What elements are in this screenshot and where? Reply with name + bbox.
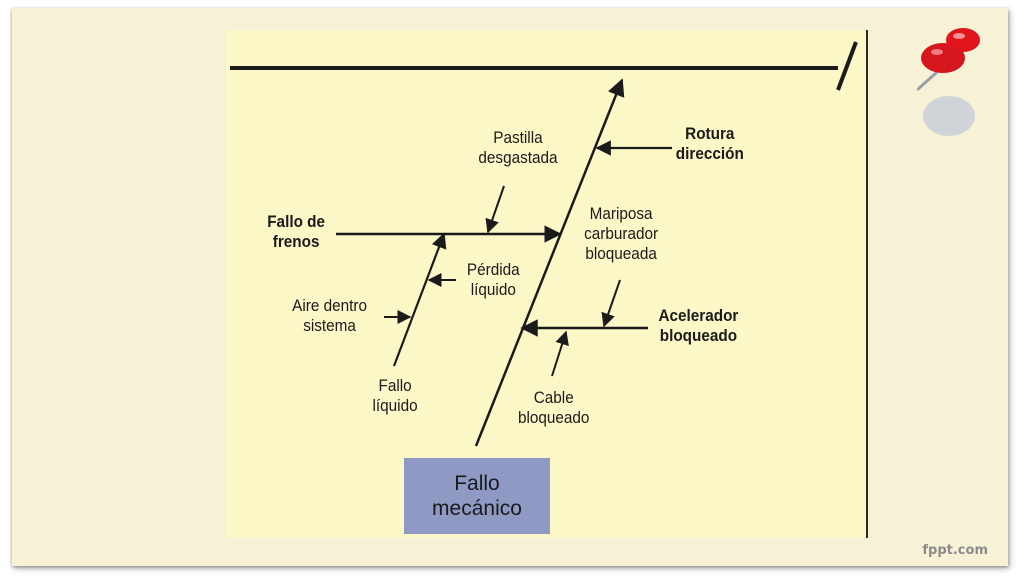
cable-arrow [551,330,569,377]
pushpin-icon [917,28,980,136]
cause-fluid-failure: Fallo líquido [372,376,418,415]
effect-label: Fallo mecánico [432,472,522,520]
category-accelerator: Acelerador bloqueado [658,306,739,345]
carburetor-arrow [601,279,621,328]
effect-box: Fallo mecánico [404,458,550,534]
cause-worn-pad: Pastilla desgastada [478,128,558,167]
cause-carburetor: Mariposa carburador bloqueada [584,204,659,263]
fluid-failure-arrow [392,232,447,367]
fishbone-diagram: Pastilla desgastada Rotura dirección Fal… [226,30,868,538]
category-steering: Rotura dirección [675,124,744,163]
cause-cable: Cable bloqueado [517,388,590,427]
cause-fluid-loss: Pérdida líquido [466,260,520,299]
cause-air-in-system: Aire dentro sistema [292,296,368,335]
category-brakes: Fallo de frenos [267,212,326,251]
fishbone-lines [230,41,858,447]
slide: Pastilla desgastada Rotura dirección Fal… [12,8,1008,566]
top-rule-slash [836,41,858,91]
footer-brand: fppt.com [922,543,988,558]
worn-pad-arrow [485,185,505,234]
